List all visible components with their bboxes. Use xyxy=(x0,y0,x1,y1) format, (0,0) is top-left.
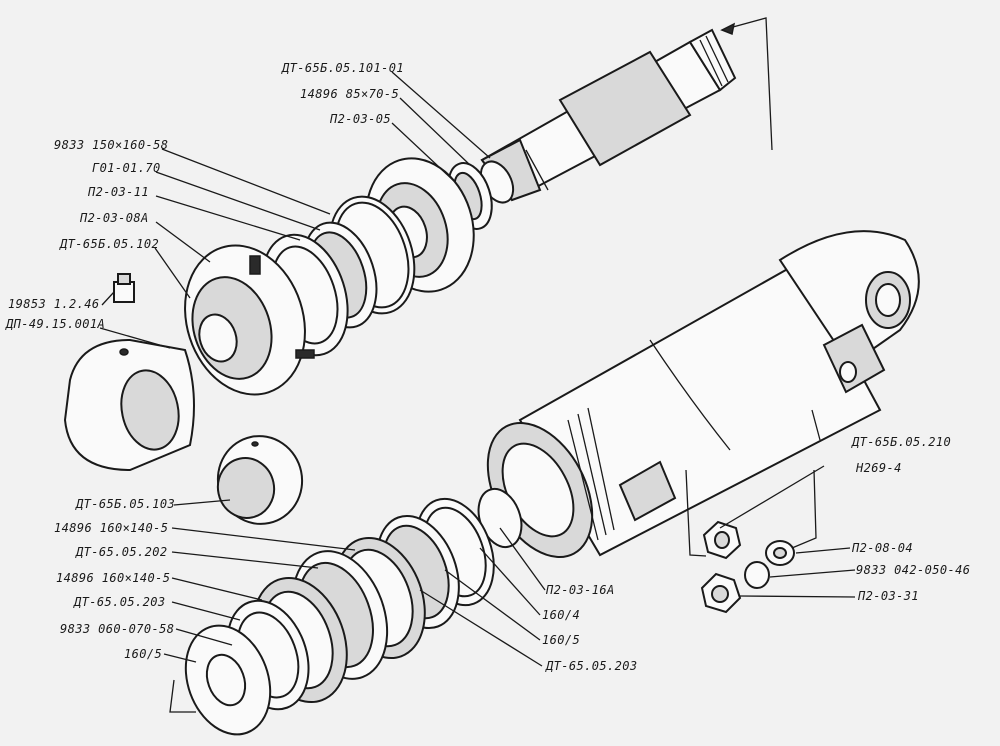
nut xyxy=(702,520,742,560)
label-oring-small: 9833 042-050-46 xyxy=(856,563,970,577)
grease-fitting xyxy=(113,273,135,303)
label-piston-plate: ДТ-65.05.203 xyxy=(73,595,166,609)
label-rod-ring: П2-03-05 xyxy=(329,112,391,126)
label-rod-seal: 14896 85×70-5 xyxy=(300,87,399,101)
label-head-ring-b: П2-03-08А xyxy=(79,211,149,225)
bracket-mark xyxy=(169,679,196,713)
bushing xyxy=(216,435,304,525)
fitting-nut xyxy=(700,572,742,614)
label-oring-head: 9833 150×160-58 xyxy=(54,138,168,152)
insertion-arrow xyxy=(720,17,773,151)
label-head-ring: П2-03-11 xyxy=(87,185,149,199)
label-nut: Н269-4 xyxy=(855,461,902,475)
label-piston-seal-2: 14896 160×140-5 xyxy=(56,571,170,585)
label-bushing: ДТ-65Б.05.103 xyxy=(75,497,175,511)
label-rod-part: ДТ-65Б.05.101-01 xyxy=(281,61,404,75)
part-labels: ДТ-65Б.05.101-01 14896 85×70-5 П2-03-05 … xyxy=(5,61,970,673)
label-washer-left: 160/5 xyxy=(124,647,162,661)
label-fitting-nut: П2-03-31 xyxy=(857,589,919,603)
label-piston-seal-1: 14896 160×140-5 xyxy=(54,521,168,535)
head-nut xyxy=(184,244,315,396)
eye-bracket xyxy=(63,338,195,472)
plug xyxy=(765,540,795,566)
label-plug: П2-08-04 xyxy=(851,541,913,555)
label-piston-oring: 9833 060-070-58 xyxy=(60,622,174,636)
label-piston-part: ДТ-65.05.202 xyxy=(75,545,168,559)
label-ring-160-4: 160/4 xyxy=(542,608,580,622)
label-grease-fitting: 19853 1.2.46 xyxy=(8,297,100,311)
label-ring-160-5: 160/5 xyxy=(542,633,580,647)
label-retaining-ring: П2-03-16А xyxy=(545,583,615,597)
label-head-nut: ДТ-65Б.05.102 xyxy=(59,237,159,251)
piston-rod xyxy=(479,28,737,204)
washer xyxy=(184,624,272,736)
leader-lines xyxy=(99,71,856,667)
label-guide-sleeve: Г01-01.70 xyxy=(92,161,161,175)
label-piston-plate-2: ДТ-65.05.203 xyxy=(545,659,638,673)
label-eye-bracket: ДП-49.15.001А xyxy=(5,317,105,331)
cylinder-body xyxy=(486,230,920,558)
label-cylinder: ДТ-65Б.05.210 xyxy=(851,435,951,449)
oring-small xyxy=(744,561,770,589)
